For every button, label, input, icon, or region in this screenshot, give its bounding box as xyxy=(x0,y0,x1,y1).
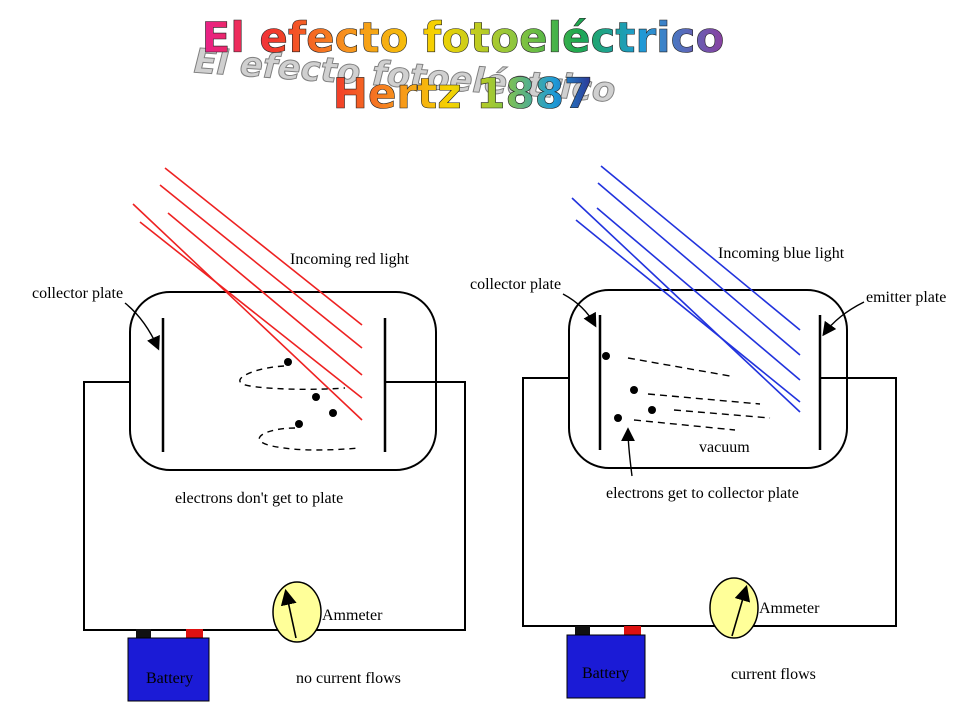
right-electron-paths xyxy=(627,357,771,431)
title-line-1: El efecto fotoeléctrico xyxy=(202,13,725,62)
left-battery-label: Battery xyxy=(146,670,193,687)
right-panel: Incoming blue light collector plate emit… xyxy=(470,165,946,699)
right-ammeter xyxy=(709,577,759,639)
left-light-label: Incoming red light xyxy=(290,251,410,268)
left-collector-label: collector plate xyxy=(32,285,123,302)
left-vacuum-tube xyxy=(129,291,437,471)
left-collector-arrow xyxy=(124,302,160,351)
left-battery xyxy=(127,637,210,702)
left-ammeter-label: Ammeter xyxy=(322,607,383,624)
right-circuit-wire xyxy=(522,377,897,627)
right-blue-light-rays xyxy=(571,165,801,413)
right-emitter-arrow xyxy=(822,301,865,337)
title: El efecto fotoeléctrico El efecto fotoel… xyxy=(188,13,725,119)
left-red-light-rays xyxy=(132,167,363,421)
title-line-2: Hertz 1887 xyxy=(333,69,593,118)
left-ammeter xyxy=(272,581,322,643)
right-battery xyxy=(566,634,646,699)
right-electrons xyxy=(602,352,656,422)
right-ammeter-label: Ammeter xyxy=(759,600,820,617)
right-battery-label: Battery xyxy=(582,665,629,682)
right-electrons-label: electrons get to collector plate xyxy=(606,485,799,502)
left-battery-terminal-neg xyxy=(136,629,151,639)
right-light-label: Incoming blue light xyxy=(718,245,845,262)
left-panel: Incoming red light collector plate elect… xyxy=(32,167,466,702)
right-vacuum-tube xyxy=(568,289,848,469)
right-vacuum-label: vacuum xyxy=(699,439,750,456)
left-circuit-wire xyxy=(83,381,466,631)
left-electrons-label: electrons don't get to plate xyxy=(175,490,343,507)
right-collector-label: collector plate xyxy=(470,276,561,293)
left-battery-terminal-pos xyxy=(186,629,203,639)
right-electrons-arrow xyxy=(621,427,636,477)
right-current-label: current flows xyxy=(731,666,816,683)
right-collector-arrow xyxy=(562,293,597,328)
left-electrons xyxy=(284,358,337,428)
right-emitter-label: emitter plate xyxy=(866,289,946,306)
left-current-label: no current flows xyxy=(296,670,401,687)
right-battery-terminal-pos xyxy=(624,626,641,636)
left-electron-paths xyxy=(239,365,361,451)
right-battery-terminal-neg xyxy=(575,626,590,636)
